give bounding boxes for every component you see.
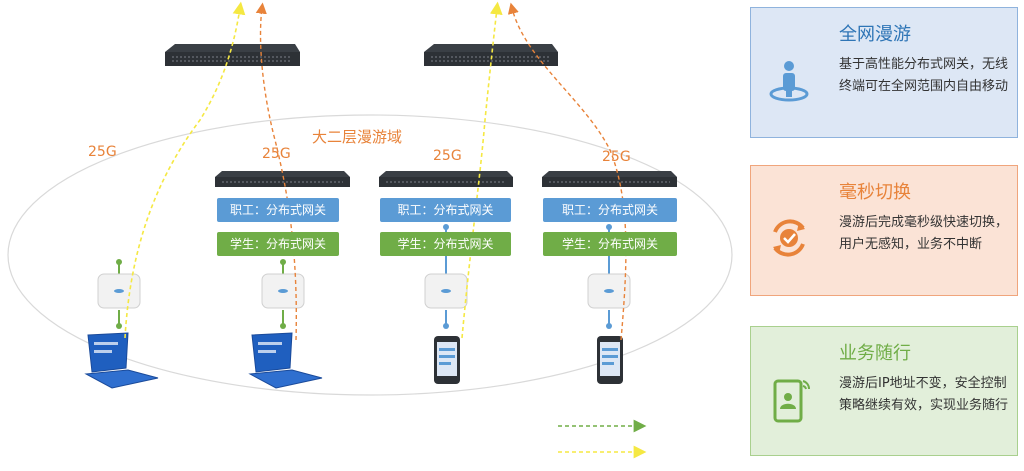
phone-1 (434, 336, 460, 384)
panel-title-service-follow: 业务随行 (839, 343, 911, 364)
panel-text-service-follow: 漫游后IP地址不变，安全控制策略继续有效，实现业务随行 (839, 376, 1009, 413)
orange-path-1 (255, 2, 297, 341)
student-gateway-3: 学生：分布式网关 (543, 232, 677, 256)
feature-panel-roaming: 全网漫游 基于高性能分布式网关，无线终端可在全网范围内自由移动 (750, 7, 1018, 138)
link-speed-label-1: 25G (88, 144, 117, 160)
orange-path-2 (507, 2, 627, 341)
feature-panel-fast-switch: 毫秒切换 漫游后完成毫秒级快速切换，用户无感知，业务不中断 (750, 165, 1018, 296)
access-point-2 (261, 273, 305, 309)
access-switch-3 (542, 171, 677, 187)
staff-gateway-2: 职工：分布式网关 (380, 198, 511, 222)
feature-panel-service-follow: 业务随行 漫游后IP地址不变，安全控制策略继续有效，实现业务随行 (750, 326, 1018, 456)
laptop-2 (248, 332, 323, 389)
staff-gateway-1: 职工：分布式网关 (217, 198, 339, 222)
network-diagram: 大二层漫游域 25G 25G 25G 25G 职工：分布式网关 学生：分布式网关… (7, 1, 733, 459)
panel-title-fast-switch: 毫秒切换 (839, 182, 911, 203)
panel-text-fast-switch: 漫游后完成毫秒级快速切换，用户无感知，业务不中断 (839, 215, 1009, 252)
roaming-domain-ellipse (7, 114, 733, 396)
ap-links (116, 224, 612, 329)
access-switch-2 (379, 171, 513, 187)
fast-switch-icon (773, 219, 805, 257)
mobile-user-icon (773, 379, 810, 423)
access-switch-1 (215, 171, 350, 187)
phone-2 (597, 336, 623, 384)
staff-gateway-3: 职工：分布式网关 (543, 198, 677, 222)
link-speed-label-4: 25G (602, 149, 631, 165)
access-point-4 (587, 273, 631, 309)
student-gateway-2: 学生：分布式网关 (380, 232, 511, 256)
core-switch-left (165, 44, 300, 66)
student-gateway-1: 学生：分布式网关 (217, 232, 339, 256)
access-point-3 (424, 273, 468, 309)
laptop-1 (84, 332, 159, 389)
panel-text-roaming: 基于高性能分布式网关，无线终端可在全网范围内自由移动 (839, 57, 1009, 94)
yellow-path-1 (124, 1, 246, 339)
link-speed-label-3: 25G (433, 148, 462, 164)
panel-title-roaming: 全网漫游 (839, 24, 911, 45)
roaming-domain-label: 大二层漫游域 (312, 128, 403, 146)
access-point-1 (97, 273, 141, 309)
yellow-path-2 (461, 1, 503, 339)
person-on-globe-icon (769, 61, 809, 102)
diagram-canvas (7, 1, 733, 459)
link-speed-label-2: 25G (262, 146, 291, 162)
